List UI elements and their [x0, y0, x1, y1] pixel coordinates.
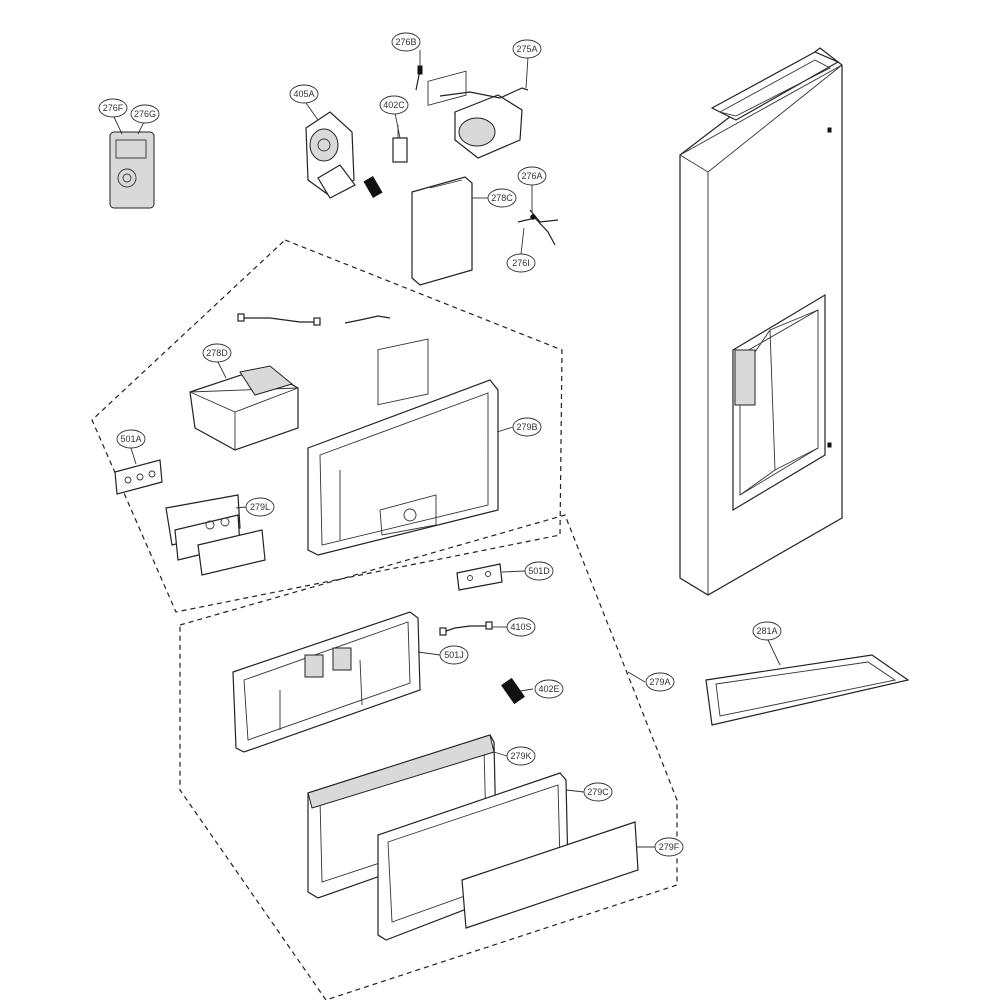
lower-group-outline — [179, 514, 678, 1001]
callout-label: 279K — [510, 751, 531, 761]
callout-label: 281A — [756, 626, 777, 636]
callout-label: 276G — [134, 109, 156, 119]
callout-label: 279L — [250, 502, 270, 512]
callout-402C: 402C — [379, 95, 409, 115]
part-410S — [439, 621, 493, 636]
callout-276F: 276F — [98, 98, 128, 118]
part-279B — [307, 338, 499, 556]
callout-279K: 279K — [506, 746, 536, 766]
part-275A — [439, 87, 529, 159]
part-402E — [501, 677, 525, 705]
callout-276G: 276G — [130, 104, 160, 124]
callout-281A: 281A — [752, 621, 782, 641]
callout-501A: 501A — [116, 429, 146, 449]
callout-label: 405A — [293, 89, 314, 99]
callout-501D: 501D — [524, 561, 554, 581]
callout-label: 276I — [512, 258, 530, 268]
callout-279L: 279L — [245, 497, 275, 517]
part-405A — [305, 111, 356, 199]
part-278D — [189, 365, 299, 451]
part-276A-276I — [517, 209, 559, 246]
trim-frame-281A — [705, 654, 910, 726]
part-501A — [114, 459, 163, 495]
callout-410S: 410S — [506, 617, 536, 637]
callout-279F: 279F — [654, 837, 684, 857]
callout-label: 410S — [510, 622, 531, 632]
callout-275A: 275A — [512, 39, 542, 59]
callout-276I: 276I — [506, 253, 536, 273]
part-402C — [363, 125, 408, 198]
part-276B — [415, 65, 423, 91]
callout-276A: 276A — [517, 166, 547, 186]
part-278C — [411, 70, 473, 286]
callout-label: 501J — [444, 650, 464, 660]
part-276F-276G — [109, 131, 155, 209]
callout-278C: 278C — [487, 188, 517, 208]
callout-405A: 405A — [289, 84, 319, 104]
leader-lines — [113, 50, 781, 848]
callout-278D: 278D — [202, 343, 232, 363]
wire-harness — [237, 313, 391, 326]
upper-group-outline — [91, 239, 563, 613]
callout-label: 279B — [516, 422, 537, 432]
callout-label: 501D — [528, 566, 550, 576]
part-501D — [456, 563, 503, 591]
callout-279C: 279C — [583, 782, 613, 802]
callout-276B: 276B — [391, 32, 421, 52]
callout-402E: 402E — [534, 679, 564, 699]
part-279L — [165, 494, 266, 576]
callout-label: 402C — [383, 100, 405, 110]
part-279F — [461, 821, 639, 929]
callout-label: 276F — [103, 103, 124, 113]
callout-label: 279F — [659, 842, 680, 852]
callout-label: 279C — [587, 787, 609, 797]
callout-label: 278D — [206, 348, 228, 358]
callout-label: 402E — [538, 684, 559, 694]
door-panel — [679, 47, 843, 596]
callout-label: 276B — [395, 37, 416, 47]
callout-label: 276A — [521, 171, 542, 181]
callout-279B: 279B — [512, 417, 542, 437]
callout-501J: 501J — [439, 645, 469, 665]
callout-label: 501A — [120, 434, 141, 444]
callout-label: 275A — [516, 44, 537, 54]
part-501J — [232, 611, 421, 753]
callout-label: 278C — [491, 193, 513, 203]
callout-279A: 279A — [645, 672, 675, 692]
callout-label: 279A — [649, 677, 670, 687]
